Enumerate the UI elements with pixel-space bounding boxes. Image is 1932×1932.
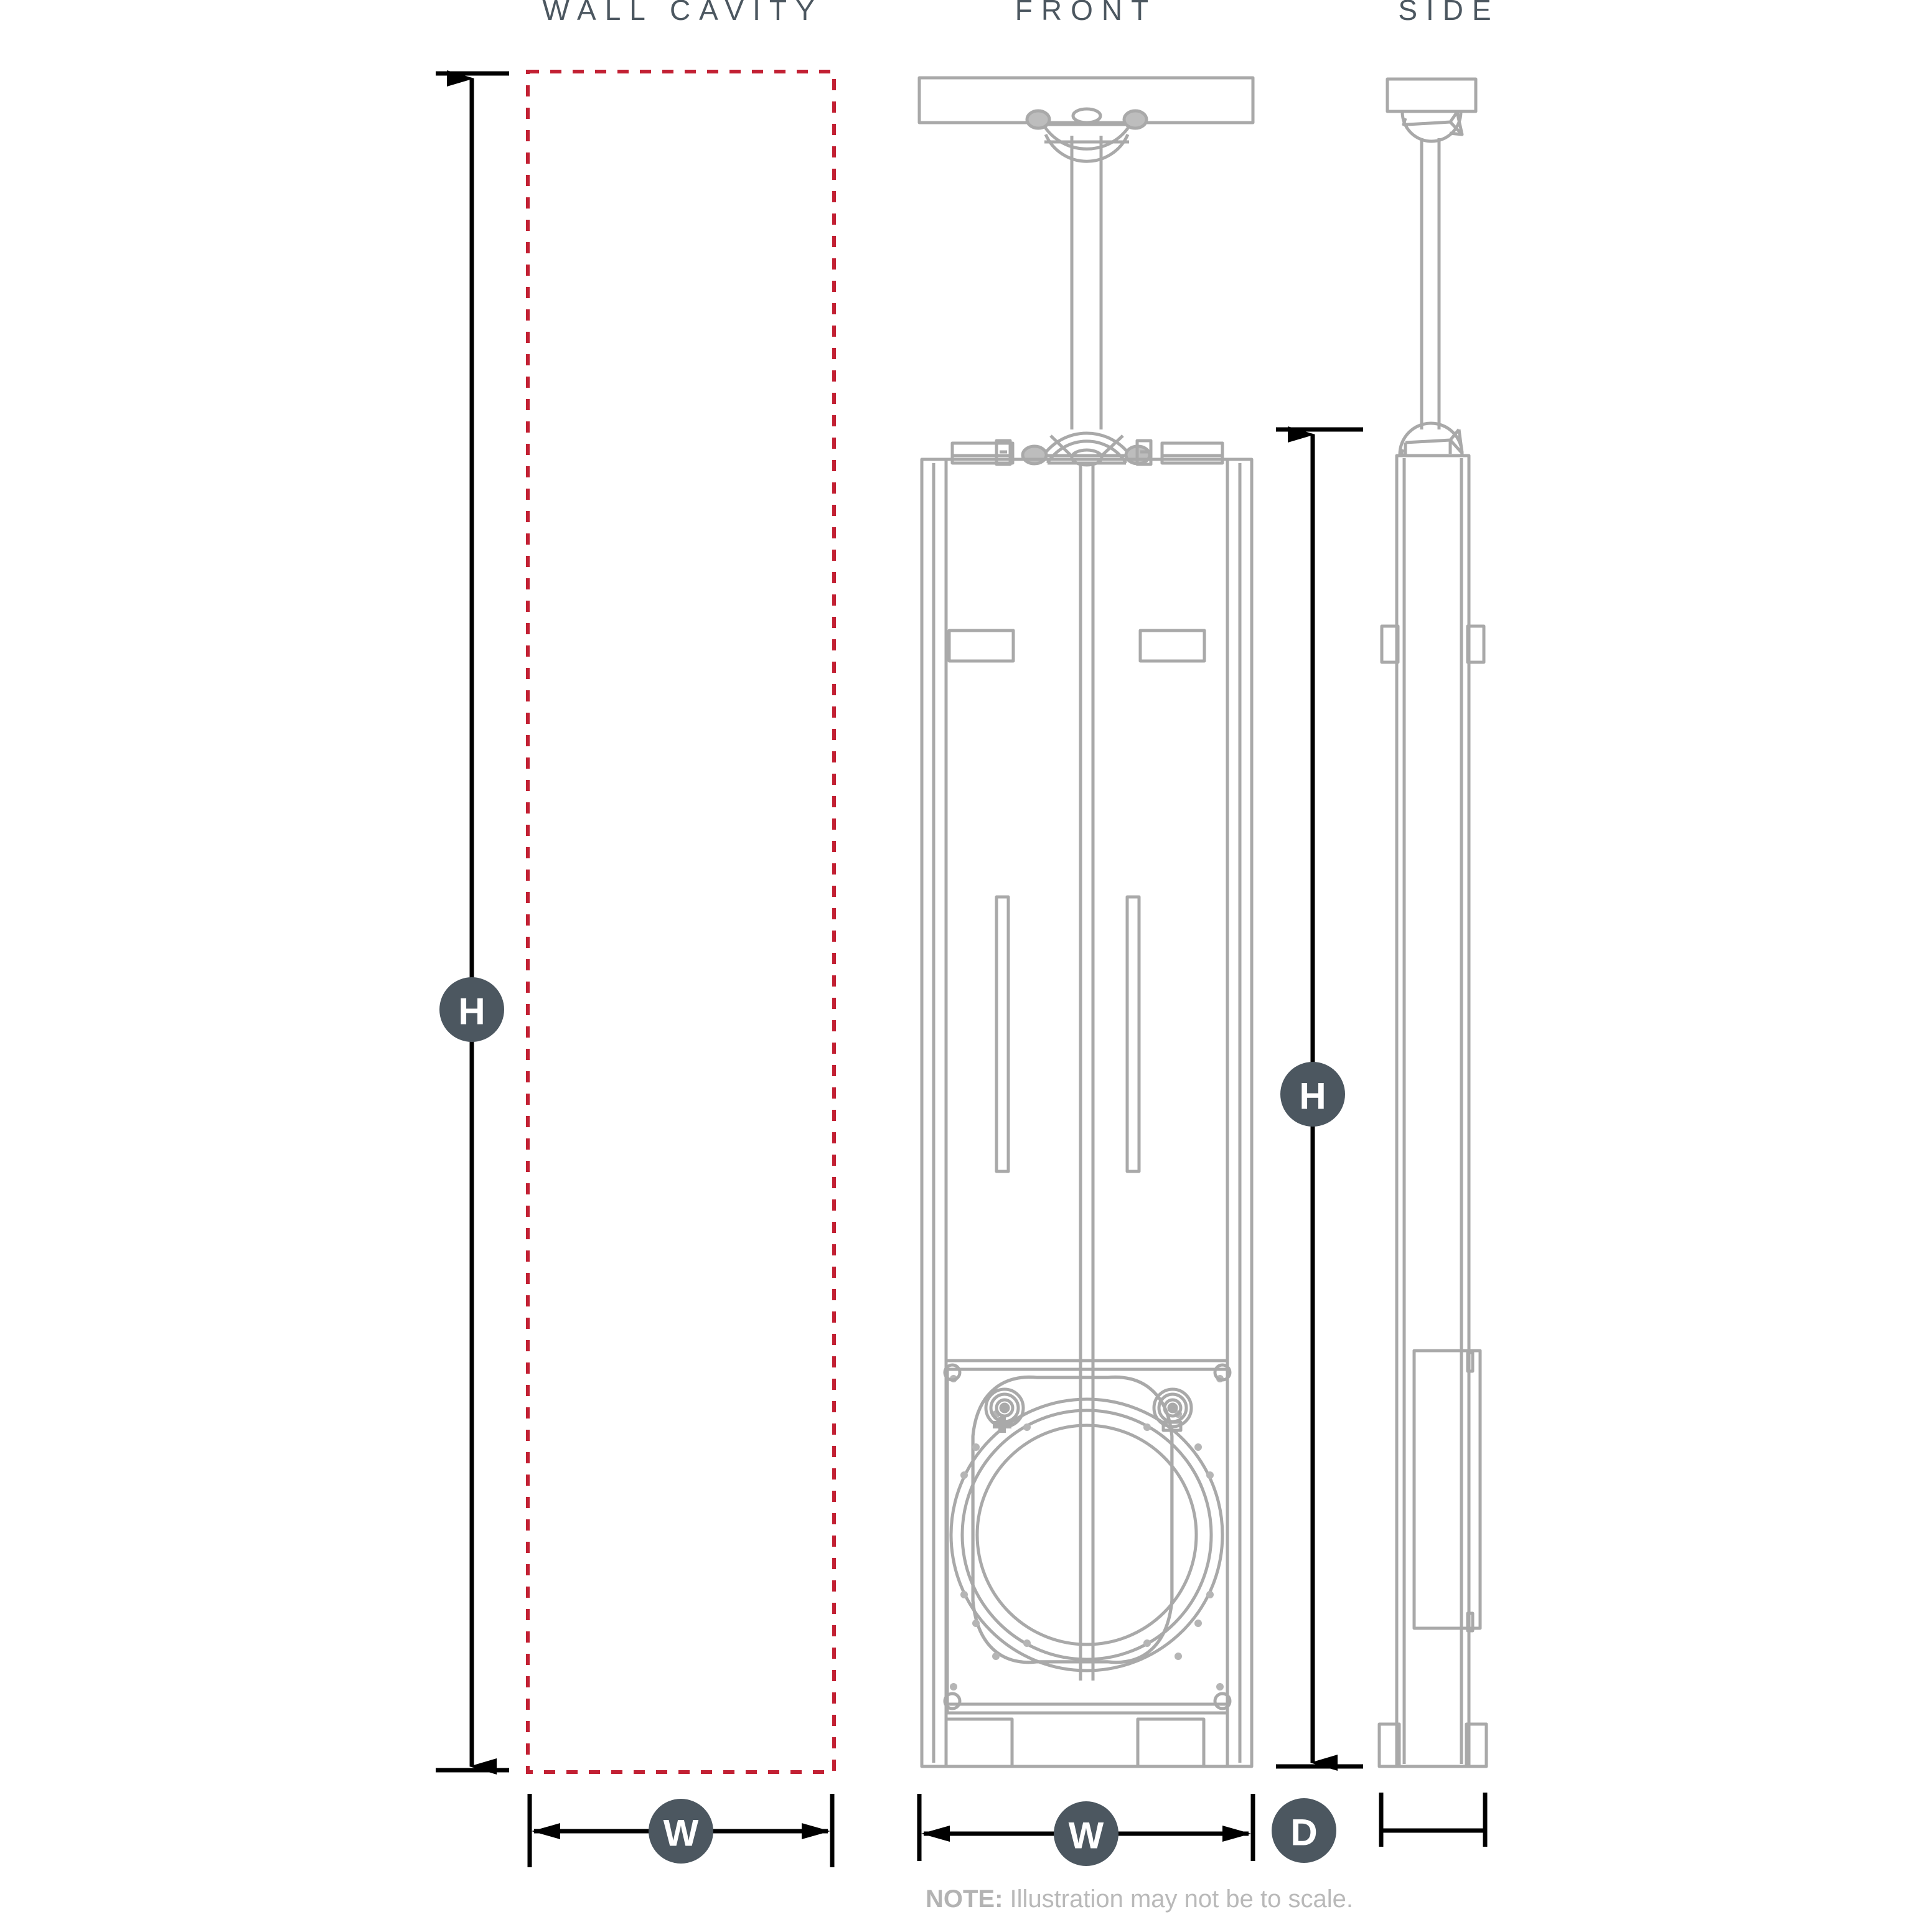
side-view	[1377, 77, 1488, 1768]
front-top-block-left-lip	[950, 441, 1015, 457]
dimension-cavity-height: H	[436, 70, 509, 1775]
front-panel-hole-tr	[1213, 1363, 1232, 1382]
footnote-text: Illustration may not be to scale.	[1003, 1885, 1353, 1913]
front-top-block-right-lip	[1160, 441, 1224, 457]
dimension-product-depth: D	[1272, 1793, 1488, 1863]
cavity-width-badge-label: W	[664, 1812, 699, 1854]
side-handle-lug-right	[1466, 624, 1486, 664]
dimension-product-height: H	[1276, 426, 1363, 1771]
front-woofer-cone	[975, 1423, 1198, 1646]
side-foot-left	[1377, 1722, 1401, 1768]
front-woofer-surround-outer	[949, 1397, 1224, 1672]
side-foot-right	[1465, 1722, 1488, 1768]
side-ceiling-plate	[1386, 77, 1478, 113]
side-woofer-panel	[1412, 1349, 1482, 1630]
front-label-plate-left	[947, 629, 1015, 663]
front-width-badge	[1054, 1801, 1118, 1866]
wall-cavity-outline	[526, 70, 836, 1774]
dimension-cavity-width: W	[527, 1794, 835, 1867]
front-panel-hole-bl	[943, 1692, 962, 1710]
cavity-height-badge	[439, 977, 504, 1042]
footnote-prefix: NOTE:	[926, 1885, 1003, 1913]
front-woofer-panel	[945, 1359, 1229, 1715]
front-ceiling-pivot	[1025, 107, 1148, 163]
front-handle-strip-right	[1125, 895, 1141, 1173]
front-binding-post-positive	[984, 1387, 1025, 1433]
front-label-plate-right	[1138, 629, 1206, 663]
side-cabinet-outer	[1395, 454, 1471, 1768]
side-ceiling-pivot	[1400, 111, 1464, 143]
front-view	[917, 76, 1255, 1768]
view-heading-wall-cavity: WALL CAVITY	[542, 0, 823, 26]
side-tab-lower	[1466, 1611, 1475, 1633]
view-heading-front: FRONT	[1015, 0, 1157, 26]
view-heading-side: SIDE	[1398, 0, 1499, 26]
front-panel-hole-tl	[943, 1363, 962, 1382]
front-panel-hole-br	[1213, 1692, 1232, 1710]
front-foot-right	[1136, 1717, 1206, 1768]
product-height-badge	[1280, 1062, 1345, 1127]
front-width-badge-label: W	[1069, 1815, 1104, 1857]
front-handle-strip-left	[995, 895, 1010, 1173]
front-woofer-outer-basket	[971, 1375, 1174, 1664]
product-depth-badge-label: D	[1290, 1812, 1317, 1854]
front-binding-post-negative	[1152, 1387, 1193, 1432]
product-depth-badge	[1272, 1798, 1336, 1863]
svg-text:NOTE: Illustration may not be: NOTE: Illustration may not be to scale.	[926, 1885, 1353, 1913]
front-foot-left	[944, 1717, 1014, 1768]
cavity-width-badge	[649, 1799, 713, 1864]
wall-cavity-view	[526, 70, 836, 1774]
side-tab-upper	[1466, 1351, 1475, 1373]
cavity-height-badge-label: H	[458, 991, 485, 1033]
front-top-stud-right	[1135, 439, 1153, 466]
side-handle-lug-left	[1380, 624, 1400, 664]
front-ceiling-plate	[917, 76, 1255, 124]
side-cabinet-pivot	[1398, 421, 1464, 457]
front-woofer-surround-inner	[960, 1409, 1213, 1661]
dimension-front-width: W	[917, 1794, 1255, 1866]
front-cabinet-outer	[920, 457, 1254, 1768]
product-height-badge-label: H	[1299, 1076, 1326, 1117]
footnote: NOTE: Illustration may not be to scale.	[926, 1885, 1353, 1913]
front-top-stud-left	[995, 439, 1012, 466]
